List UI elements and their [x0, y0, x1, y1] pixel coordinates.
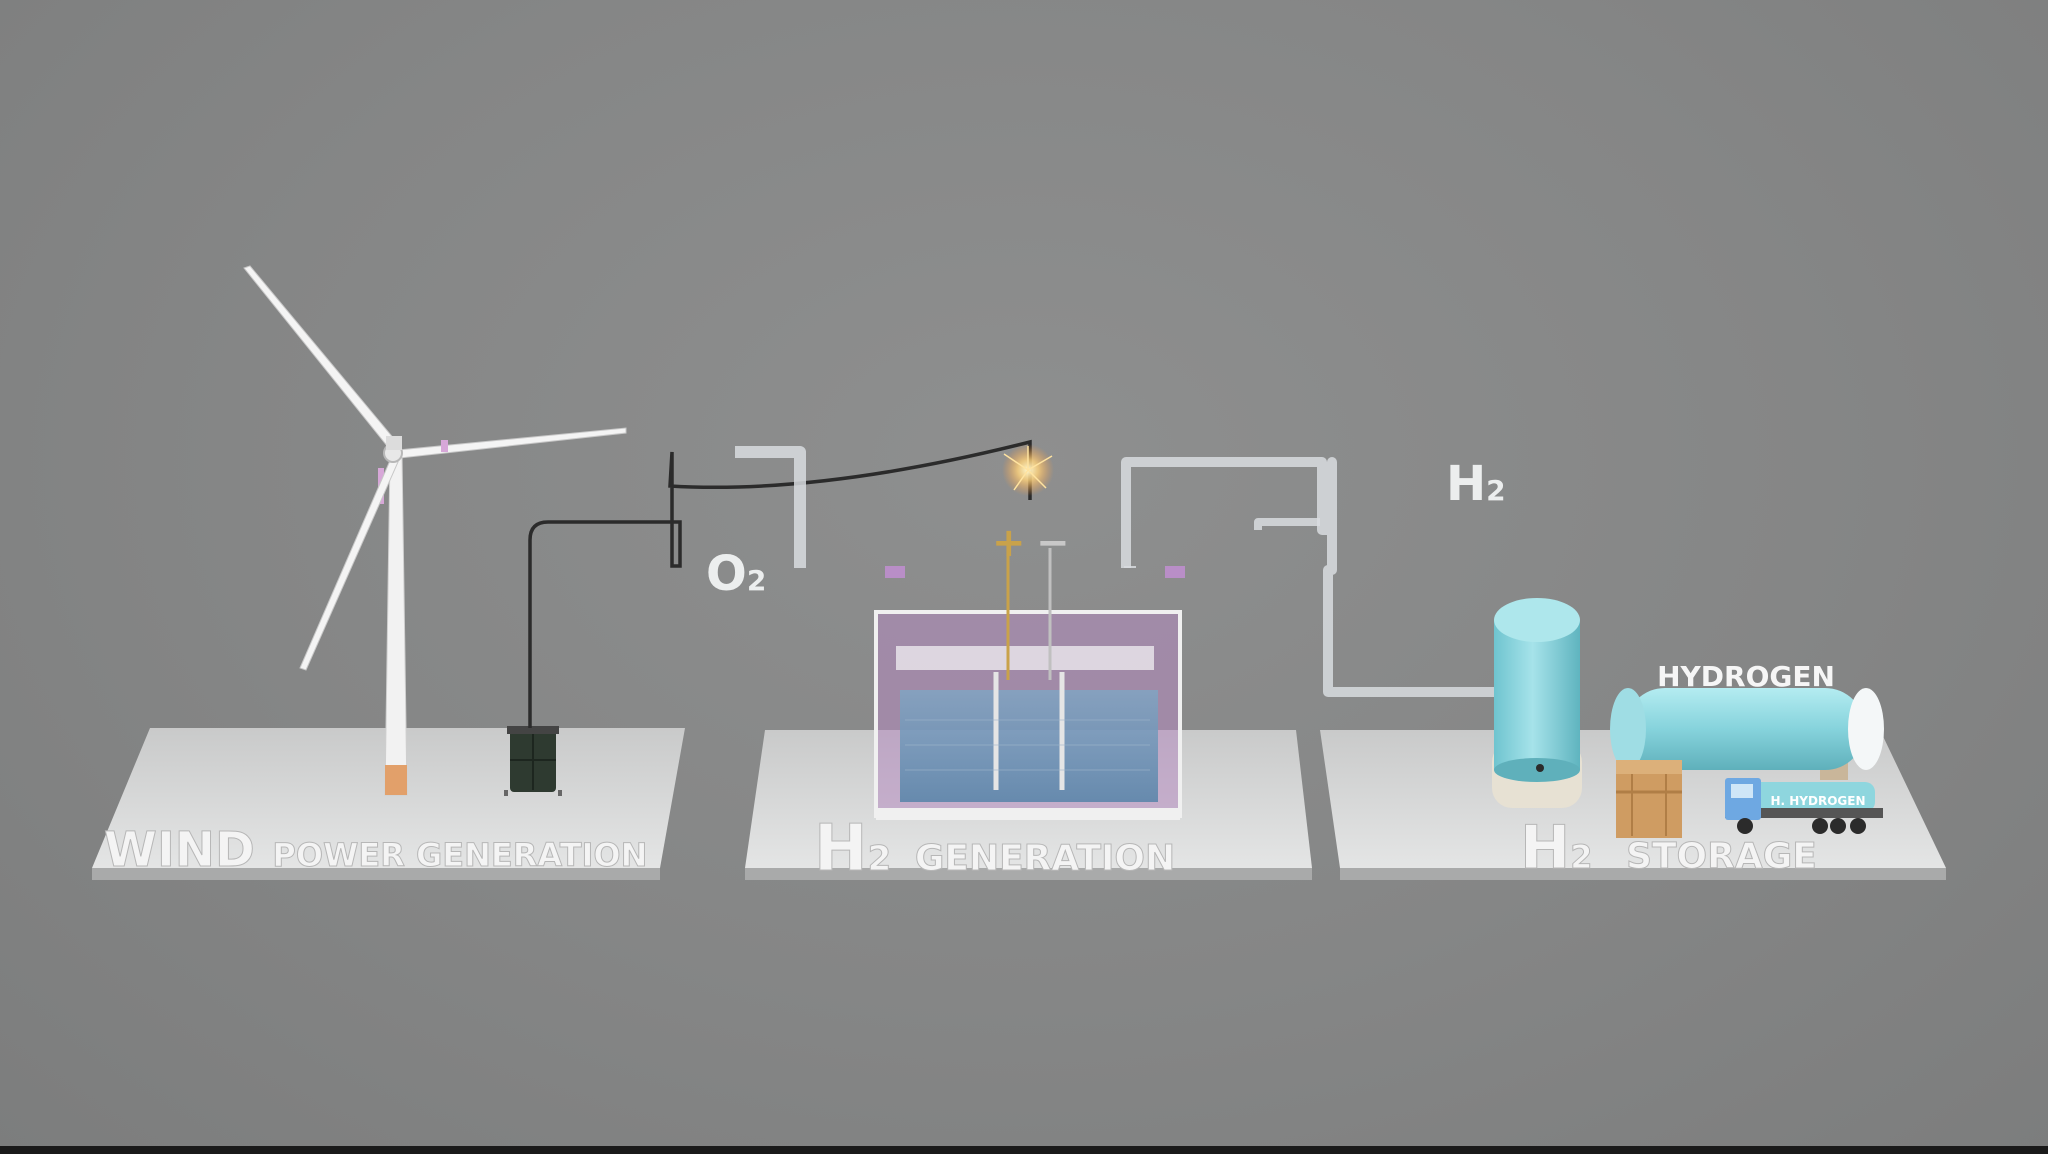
power-cable [528, 439, 1032, 728]
vertical-storage-tank [1492, 598, 1582, 808]
bottom-edge-bar [0, 1146, 2048, 1154]
anode-plus-sign: + [992, 520, 1026, 566]
gas-pipes [735, 446, 1540, 697]
truck-label: H. HYDROGEN [1770, 794, 1865, 808]
o2-pipe [735, 446, 806, 568]
power-converter [504, 726, 562, 796]
h2-pipe-to-tank [1121, 457, 1540, 697]
wind-section-title: WIND POWER GENERATION [104, 822, 647, 878]
storage-section-title: H2 STORAGE [1520, 813, 1817, 883]
wind-turbine [243, 265, 627, 796]
o2-label: O2 [706, 546, 766, 602]
generation-section-title: H2 GENERATION [814, 812, 1175, 886]
spark-rays [1003, 446, 1053, 491]
tank-label: HYDROGEN [1657, 660, 1835, 693]
h2-label: H2 [1446, 456, 1506, 512]
hydrogen-truck [1725, 778, 1883, 834]
electrolyzer-tank [874, 540, 1182, 820]
cargo-crates [1616, 760, 1682, 838]
cathode-minus-sign: − [1036, 520, 1070, 566]
